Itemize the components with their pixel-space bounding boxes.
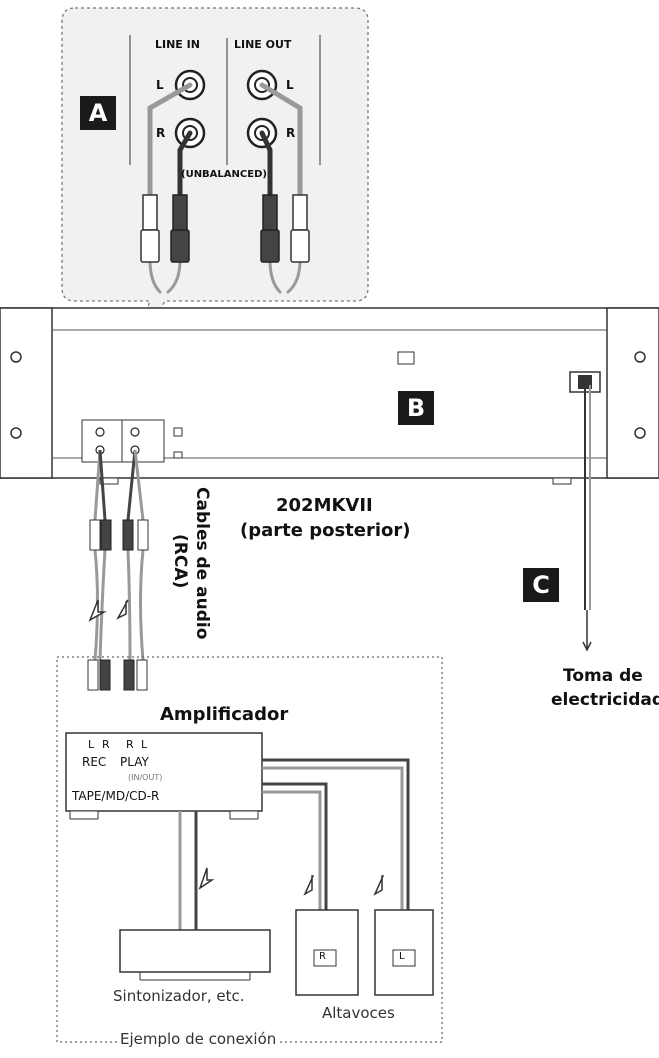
- power-label-line2: electricidad: [551, 690, 659, 710]
- amp-rec-label: REC: [82, 755, 107, 769]
- tag-a: A: [80, 96, 116, 130]
- amp-jack-label-3: R: [126, 738, 134, 751]
- line-out-r-label: R: [286, 126, 296, 140]
- signal-direction-arrows: [88, 599, 385, 896]
- amplifier-wires: [178, 758, 410, 940]
- example-label: Ejemplo de conexión: [117, 1030, 280, 1048]
- tag-b: B: [398, 391, 434, 425]
- unit-side-label: (parte posterior): [240, 520, 411, 541]
- line-out-label: LINE OUT: [234, 38, 292, 51]
- speaker-left: [374, 909, 434, 996]
- amp-jack-label-4: L: [141, 738, 148, 751]
- amp-in-out-label: (IN/OUT): [128, 773, 163, 782]
- speaker-l-label: L: [399, 951, 405, 962]
- tuner-label: Sintonizador, etc.: [113, 987, 245, 1005]
- line-in-label: LINE IN: [155, 38, 200, 51]
- amp-jack-label-2: R: [102, 738, 110, 751]
- speaker-r-label: R: [319, 951, 326, 962]
- callout-cables: [147, 82, 303, 294]
- amplifier-body: [65, 732, 263, 820]
- power-label-line1: Toma de: [563, 666, 643, 686]
- speakers-label: Altavoces: [322, 1004, 395, 1022]
- unit-model-label: 202MKVII: [276, 495, 373, 516]
- line-out-l-label: L: [286, 78, 294, 92]
- power-cord: [582, 380, 592, 652]
- amp-play-label: PLAY: [120, 755, 149, 769]
- unbalanced-label: (UNBALANCED): [181, 169, 267, 180]
- cables-label-line2: (RCA): [170, 534, 190, 589]
- line-in-l-label: L: [156, 78, 164, 92]
- unit-small-controls: [173, 351, 415, 459]
- tag-c: C: [523, 568, 559, 602]
- amp-jack-label-1: L: [88, 738, 95, 751]
- cables-label-line1: Cables de audio: [192, 487, 212, 640]
- speaker-right: [295, 909, 359, 996]
- audio-cable-plugs: [87, 519, 149, 691]
- amplifier-title: Amplificador: [160, 704, 289, 725]
- amp-source-label: TAPE/MD/CD-R: [72, 789, 160, 803]
- audio-cables: [93, 449, 145, 661]
- unit-jack-panel: [81, 419, 165, 463]
- line-in-r-label: R: [156, 126, 166, 140]
- tuner-device: [119, 929, 271, 981]
- callout-rca-plugs: [140, 194, 310, 263]
